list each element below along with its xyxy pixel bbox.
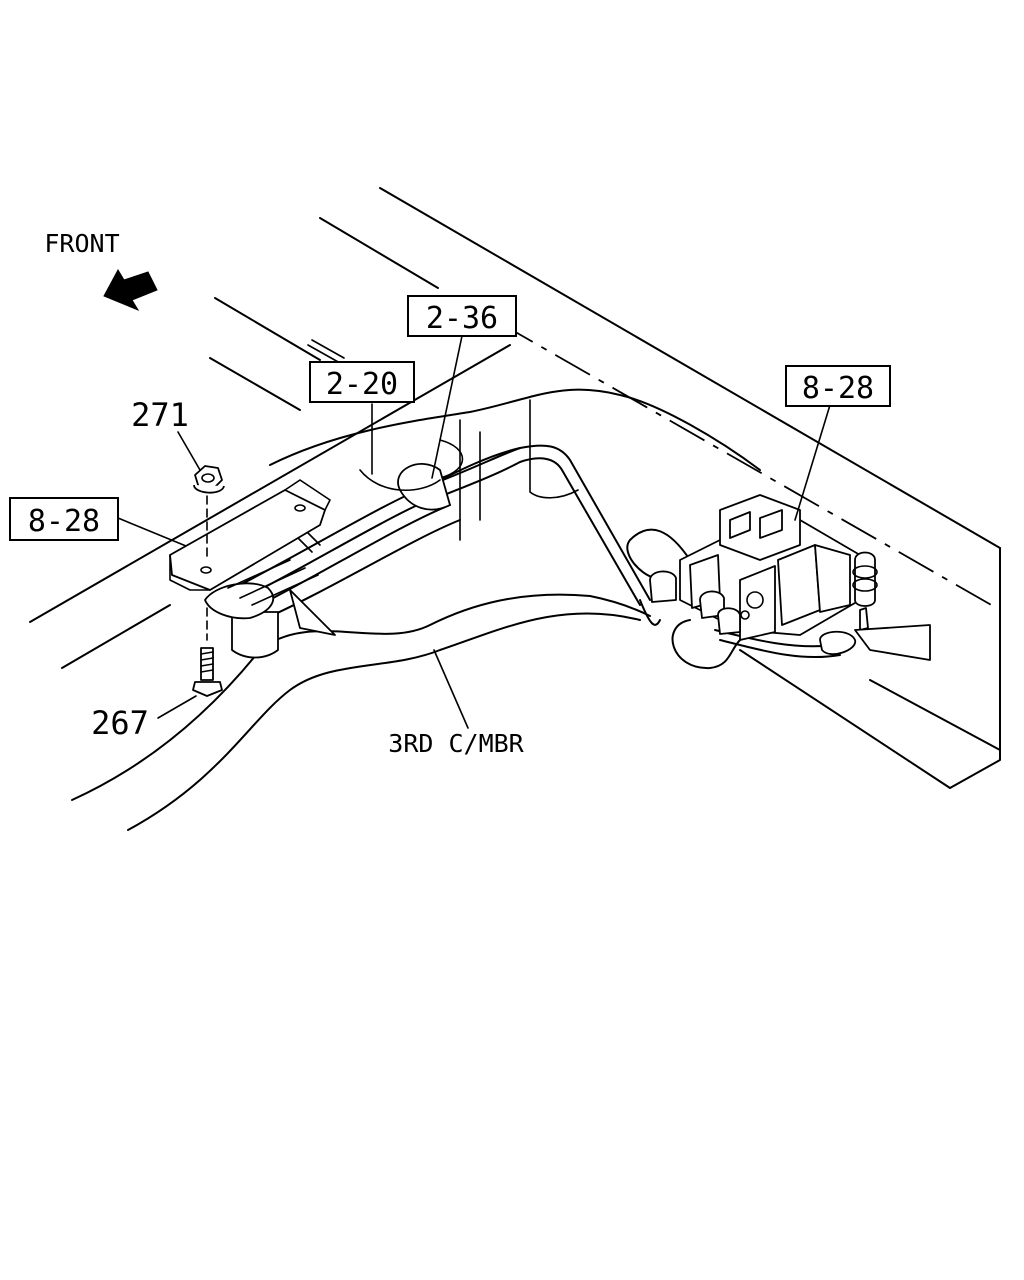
callout-box-2-36[interactable]: 2-36 xyxy=(407,295,517,337)
callout-box-2-20[interactable]: 2-20 xyxy=(309,361,415,403)
part-number-267[interactable]: 267 xyxy=(91,704,149,742)
third-cross-member xyxy=(71,388,761,831)
flange-nut-271 xyxy=(193,465,225,561)
callout-text-8-28-left: 8-28 xyxy=(28,504,100,539)
valve-assembly xyxy=(649,494,931,661)
pipe-clip xyxy=(291,463,451,553)
cross-member-label: 3RD C/MBR xyxy=(388,729,524,758)
callout-text-2-20: 2-20 xyxy=(326,367,398,402)
front-label: FRONT xyxy=(44,229,119,258)
callout-text-2-36: 2-36 xyxy=(426,301,498,336)
leader-lines xyxy=(117,335,831,729)
arrow-up-left-icon xyxy=(103,268,158,312)
flange-bolt-267 xyxy=(192,607,223,697)
frame-outline xyxy=(29,187,1001,789)
mounting-bracket xyxy=(169,479,336,659)
callout-box-8-28-right[interactable]: 8-28 xyxy=(785,365,891,407)
part-number-271[interactable]: 271 xyxy=(131,396,189,434)
callout-box-8-28-left[interactable]: 8-28 xyxy=(9,497,119,541)
callout-text-8-28-right: 8-28 xyxy=(802,371,874,406)
